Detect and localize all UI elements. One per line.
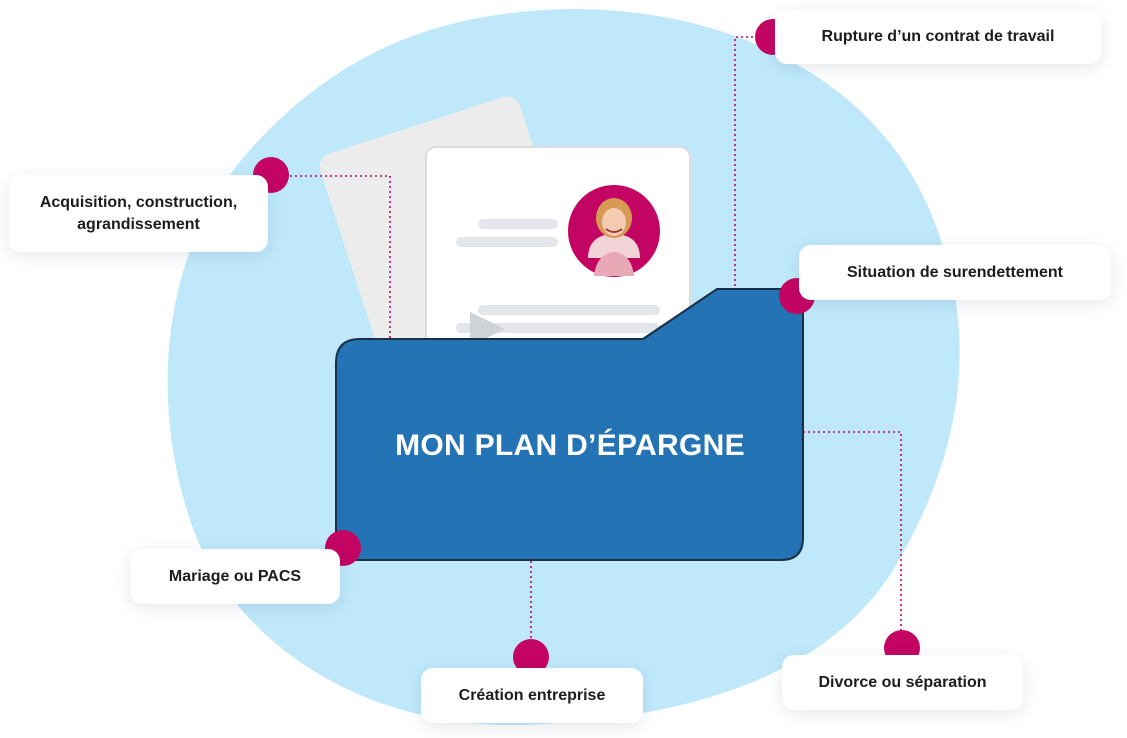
label-surendettement: Situation de surendettement (799, 245, 1111, 300)
folder-title: MON PLAN D’ÉPARGNE (395, 429, 745, 462)
label-creation-text: Création entreprise (458, 686, 606, 704)
card-line (478, 219, 558, 229)
label-divorce: Divorce ou séparation (782, 655, 1023, 710)
label-acquisition-line2: agrandissement (77, 215, 200, 233)
connector-acquisition (290, 175, 391, 342)
label-mariage: Mariage ou PACS (130, 549, 340, 604)
card-line (456, 237, 558, 247)
play-icon (470, 312, 505, 346)
label-mariage-text: Mariage ou PACS (168, 567, 302, 585)
label-divorce-text: Divorce ou séparation (818, 673, 987, 691)
label-creation-entreprise: Création entreprise (421, 668, 643, 723)
dot-creation (513, 639, 549, 675)
avatar (568, 185, 660, 277)
card-line (478, 305, 660, 315)
label-acquisition: Acquisition, construction, agrandissemen… (9, 175, 268, 252)
connector-divorce (803, 431, 902, 632)
label-acquisition-line1: Acquisition, construction, (39, 193, 238, 211)
card-line (456, 323, 660, 333)
label-surendettement-text: Situation de surendettement (846, 263, 1064, 281)
label-rupture-text: Rupture d’un contrat de travail (821, 27, 1055, 45)
label-rupture-contrat: Rupture d’un contrat de travail (775, 9, 1101, 64)
